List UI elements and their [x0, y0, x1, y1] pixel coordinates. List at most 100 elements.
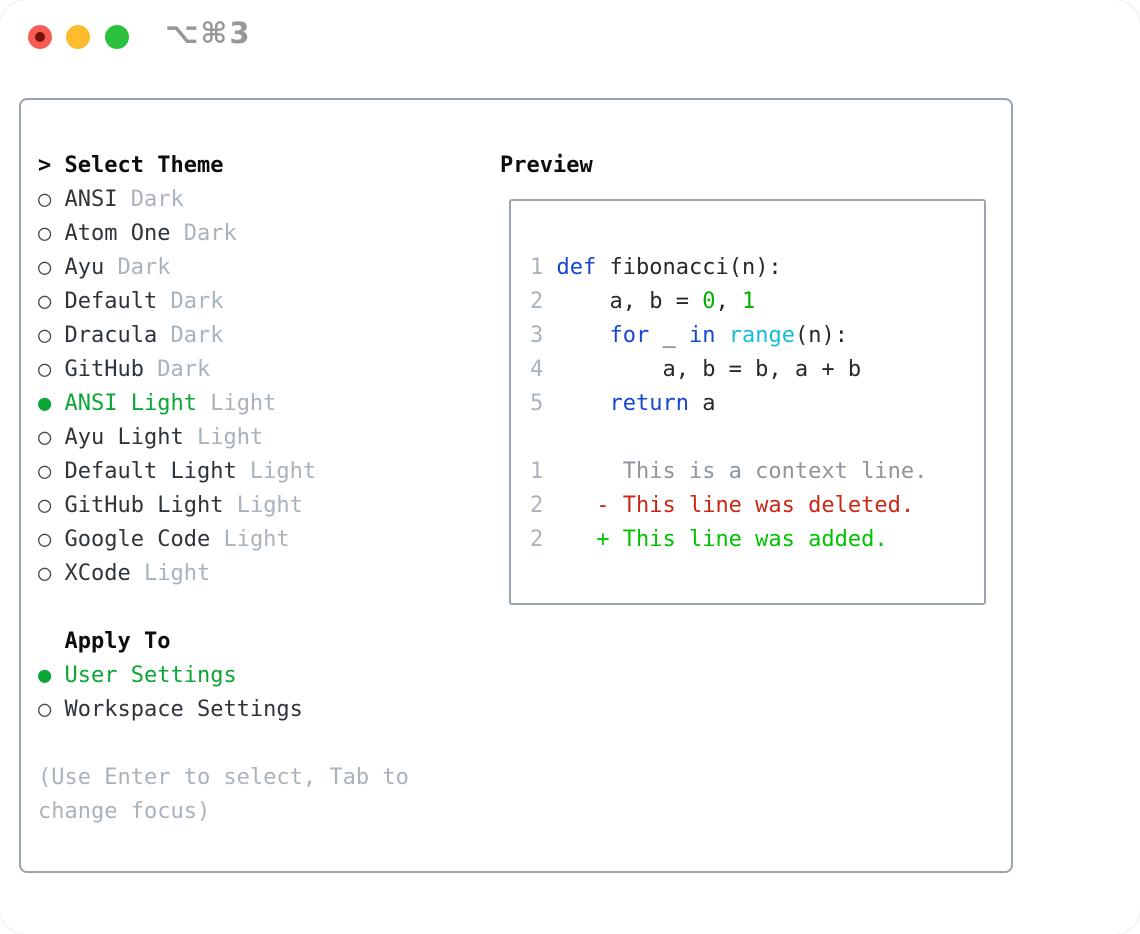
theme-variant: Light	[210, 527, 290, 552]
code-segment: fibonacci(n):	[596, 255, 782, 280]
theme-list: ○ ANSI Dark○ Atom One Dark○ Ayu Dark○ De…	[38, 183, 409, 591]
theme-name: ANSI	[64, 187, 118, 212]
code-segment	[543, 493, 596, 518]
theme-variant: Dark	[104, 255, 171, 280]
theme-option-github[interactable]: ○ GitHub Dark	[38, 353, 409, 387]
code-segment: _	[649, 323, 689, 348]
apply-option-label: User Settings	[64, 663, 237, 688]
line-number: 2	[530, 289, 544, 314]
theme-option-ayu-light[interactable]: ○ Ayu Light Light	[38, 421, 409, 455]
code-segment: ,	[715, 289, 742, 314]
theme-name: Atom One	[64, 221, 171, 246]
code-segment	[543, 255, 556, 280]
theme-name: Dracula	[64, 323, 158, 348]
select-theme-title: Select Theme	[64, 153, 224, 178]
theme-option-atom-one[interactable]: ○ Atom One Dark	[38, 217, 409, 251]
line-number: 1	[530, 459, 544, 484]
radio-marker-icon: ○	[38, 493, 65, 518]
line-number: 3	[530, 323, 544, 348]
preview-line: 2 + This line was added.	[530, 523, 984, 557]
code-segment: This is a context line.	[543, 459, 928, 484]
radio-marker-icon: ○	[38, 187, 65, 212]
code-segment: + This line was added.	[596, 527, 888, 552]
theme-name: Ayu Light	[64, 425, 184, 450]
radio-marker-icon: ○	[38, 527, 65, 552]
apply-option-user-settings[interactable]: ● User Settings	[38, 659, 409, 693]
code-segment	[715, 323, 728, 348]
preview-line: 2 a, b = 0, 1	[530, 285, 984, 319]
apply-to-list: ● User Settings○ Workspace Settings	[38, 659, 409, 727]
preview-line: 1 def fibonacci(n):	[530, 251, 984, 285]
theme-name: Default Light	[64, 459, 237, 484]
code-segment: return	[609, 391, 689, 416]
radio-marker-icon: ○	[38, 289, 65, 314]
line-number: 1	[530, 255, 544, 280]
theme-option-default-light[interactable]: ○ Default Light Light	[38, 455, 409, 489]
code-segment	[543, 323, 609, 348]
code-segment	[543, 391, 609, 416]
radio-marker-icon: ○	[38, 323, 65, 348]
theme-variant: Dark	[157, 289, 224, 314]
line-number: 5	[530, 391, 544, 416]
code-segment: (n):	[794, 323, 848, 348]
code-segment: 1	[741, 289, 756, 314]
minimize-button[interactable]	[66, 25, 90, 49]
theme-option-google-code[interactable]: ○ Google Code Light	[38, 523, 409, 557]
theme-variant: Dark	[143, 357, 211, 382]
select-theme-header: > Select Theme	[38, 149, 409, 183]
code-segment: 0	[702, 289, 716, 314]
zoom-button[interactable]	[105, 25, 129, 49]
window-shortcut-label: ⌥⌘3	[165, 16, 252, 50]
line-number: 4	[530, 357, 544, 382]
theme-option-xcode[interactable]: ○ XCode Light	[38, 557, 409, 591]
radio-marker-icon: ○	[38, 561, 65, 586]
close-button[interactable]	[28, 25, 52, 49]
line-number: 2	[530, 493, 544, 518]
theme-name: XCode	[64, 561, 131, 586]
theme-option-dracula[interactable]: ○ Dracula Dark	[38, 319, 409, 353]
radio-marker-icon: ●	[38, 391, 65, 416]
code-segment: def	[556, 255, 597, 280]
theme-name: GitHub	[64, 357, 144, 382]
radio-marker-icon: ○	[38, 221, 65, 246]
theme-name: Ayu	[64, 255, 105, 280]
spacer-row	[38, 591, 409, 625]
theme-variant: Light	[236, 459, 317, 484]
code-segment: range	[728, 323, 795, 348]
radio-marker-icon: ○	[38, 459, 65, 484]
hint-line-2: change focus)	[38, 799, 211, 824]
radio-marker-icon: ●	[38, 663, 65, 688]
preview-line: 2 - This line was deleted.	[530, 489, 984, 523]
theme-name: Default	[64, 289, 158, 314]
theme-variant: Light	[130, 561, 211, 586]
theme-option-ansi-light[interactable]: ● ANSI Light Light	[38, 387, 409, 421]
theme-name: GitHub Light	[64, 493, 224, 518]
theme-option-ansi[interactable]: ○ ANSI Dark	[38, 183, 409, 217]
theme-option-github-light[interactable]: ○ GitHub Light Light	[38, 489, 409, 523]
theme-variant: Dark	[157, 323, 224, 348]
spacer-row	[38, 727, 409, 761]
theme-variant: Light	[196, 391, 277, 416]
preview-line: 1 This is a context line.	[530, 455, 984, 489]
theme-variant: Light	[223, 493, 303, 518]
preview-line: 5 return a	[530, 387, 984, 421]
theme-option-ayu[interactable]: ○ Ayu Dark	[38, 251, 409, 285]
apply-to-header: Apply To	[38, 625, 409, 659]
code-segment: a	[688, 391, 716, 416]
apply-to-title: Apply To	[64, 629, 171, 654]
preview-line: 3 for _ in range(n):	[530, 319, 984, 353]
theme-variant: Dark	[117, 187, 184, 212]
line-number: 2	[530, 527, 544, 552]
prompt-caret-icon: >	[38, 153, 65, 178]
theme-option-default[interactable]: ○ Default Dark	[38, 285, 409, 319]
theme-name: Google Code	[64, 527, 211, 552]
radio-marker-icon: ○	[38, 255, 65, 280]
code-segment	[543, 527, 596, 552]
theme-list-section: > Select Theme ○ ANSI Dark○ Atom One Dar…	[38, 149, 409, 829]
preview-line	[530, 421, 984, 455]
apply-option-workspace-settings[interactable]: ○ Workspace Settings	[38, 693, 409, 727]
code-segment: a, b =	[543, 289, 703, 314]
